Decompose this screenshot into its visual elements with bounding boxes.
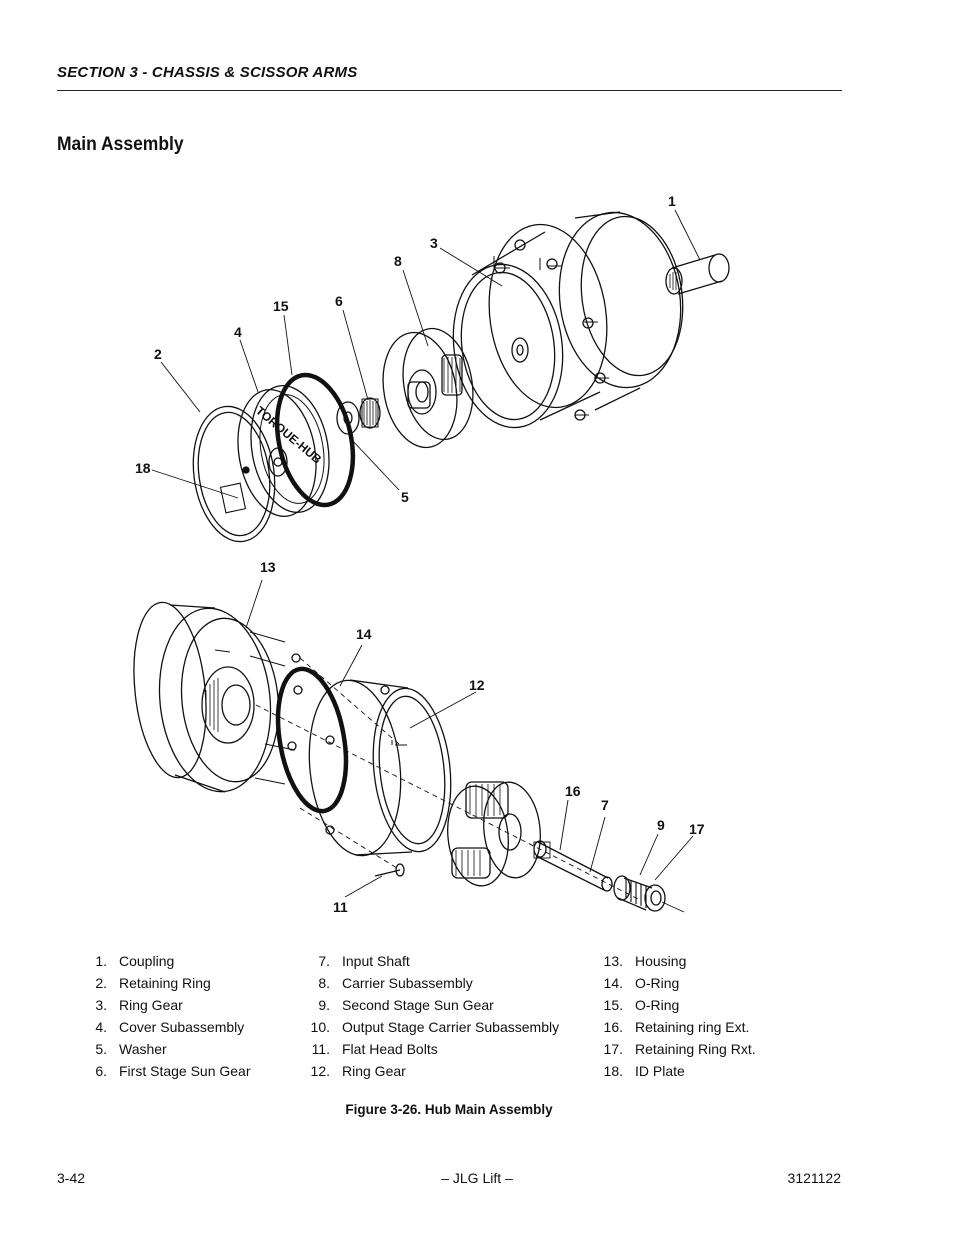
callout-1: 1 bbox=[668, 193, 676, 209]
washer-part bbox=[336, 401, 360, 435]
parts-list-item: 1.Coupling bbox=[95, 953, 175, 969]
housing-top-part bbox=[493, 211, 684, 421]
section-header: SECTION 3 - CHASSIS & SCISSOR ARMS bbox=[57, 64, 842, 91]
figure-caption: Figure 3-26. Hub Main Assembly bbox=[345, 1102, 553, 1117]
parts-list-item: 14.O-Ring bbox=[603, 975, 680, 991]
flat-head-bolt-part bbox=[374, 863, 405, 877]
output-carrier-part bbox=[447, 781, 541, 887]
callout-18: 18 bbox=[135, 460, 151, 476]
parts-list-col3: 13.Housing 14.O-Ring 15.O-Ring 16.Retain… bbox=[595, 950, 756, 1082]
first-stage-sun-gear-part bbox=[359, 397, 381, 429]
callout-15: 15 bbox=[273, 298, 289, 314]
callout-9: 9 bbox=[657, 817, 665, 833]
callout-7: 7 bbox=[601, 797, 609, 813]
parts-list-item: 16.Retaining ring Ext. bbox=[603, 1019, 750, 1035]
retaining-ring-part bbox=[192, 405, 276, 543]
second-stage-sun-gear-part bbox=[613, 875, 685, 913]
doc-number: 3121122 bbox=[787, 1170, 841, 1186]
o-ring-15-part bbox=[274, 372, 356, 508]
parts-list-item: 12.Ring Gear bbox=[310, 1063, 406, 1079]
o-ring-14-part bbox=[275, 666, 349, 814]
callout-12: 12 bbox=[469, 677, 485, 693]
parts-list-item: 18.ID Plate bbox=[603, 1063, 685, 1079]
parts-list-item: 6.First Stage Sun Gear bbox=[95, 1063, 251, 1079]
callout-13: 13 bbox=[260, 559, 276, 575]
callout-6: 6 bbox=[335, 293, 343, 309]
parts-list-item: 17.Retaining Ring Rxt. bbox=[603, 1041, 756, 1057]
callout-5: 5 bbox=[401, 489, 409, 505]
callout-11: 11 bbox=[333, 899, 348, 915]
housing-13-part bbox=[133, 601, 303, 793]
callout-labels: 1 2 3 4 5 6 8 15 18 13 14 12 16 7 9 17 1… bbox=[135, 193, 705, 915]
page-number: 3-42 bbox=[57, 1170, 86, 1186]
carrier-subassembly-part bbox=[382, 327, 474, 449]
footer-brand: – JLG Lift – bbox=[441, 1170, 513, 1186]
parts-list-col2: 7.Input Shaft 8.Carrier Subassembly 9.Se… bbox=[300, 950, 560, 1082]
coupling-part bbox=[665, 253, 730, 295]
parts-list-item: 7.Input Shaft bbox=[318, 953, 410, 969]
callout-2: 2 bbox=[154, 346, 162, 362]
parts-list-col1: 1.Coupling 2.Retaining Ring 3.Ring Gear … bbox=[80, 950, 251, 1082]
top-leader-lines bbox=[151, 209, 701, 499]
page-title: Main Assembly bbox=[57, 134, 184, 155]
parts-list-item: 5.Washer bbox=[95, 1041, 167, 1057]
callout-8: 8 bbox=[394, 253, 402, 269]
callout-4: 4 bbox=[234, 324, 242, 340]
bottom-leader-lines bbox=[245, 579, 694, 898]
parts-list-item: 9.Second Stage Sun Gear bbox=[318, 997, 494, 1013]
hub-exploded-diagram: TORQUE-HUB bbox=[133, 193, 730, 915]
alignment-lines bbox=[255, 657, 641, 901]
parts-list-item: 2.Retaining Ring bbox=[95, 975, 211, 991]
parts-list-item: 8.Carrier Subassembly bbox=[318, 975, 473, 991]
parts-list-item: 15.O-Ring bbox=[603, 997, 680, 1013]
parts-list-item: 13.Housing bbox=[603, 953, 687, 969]
section-header-text: SECTION 3 - CHASSIS & SCISSOR ARMS bbox=[57, 64, 358, 81]
callout-16: 16 bbox=[565, 783, 581, 799]
callout-3: 3 bbox=[430, 235, 438, 251]
callout-17: 17 bbox=[689, 821, 705, 837]
ring-gear-12-part bbox=[308, 679, 452, 857]
parts-list-item: 11.Flat Head Bolts bbox=[311, 1041, 438, 1057]
callout-14: 14 bbox=[356, 626, 372, 642]
cover-subassembly-part: TORQUE-HUB bbox=[237, 384, 330, 518]
parts-list-item: 10.Output Stage Carrier Subassembly bbox=[310, 1019, 560, 1035]
parts-list-item: 4.Cover Subassembly bbox=[95, 1019, 245, 1035]
input-shaft-part bbox=[533, 840, 613, 892]
parts-list-item: 3.Ring Gear bbox=[95, 997, 183, 1013]
